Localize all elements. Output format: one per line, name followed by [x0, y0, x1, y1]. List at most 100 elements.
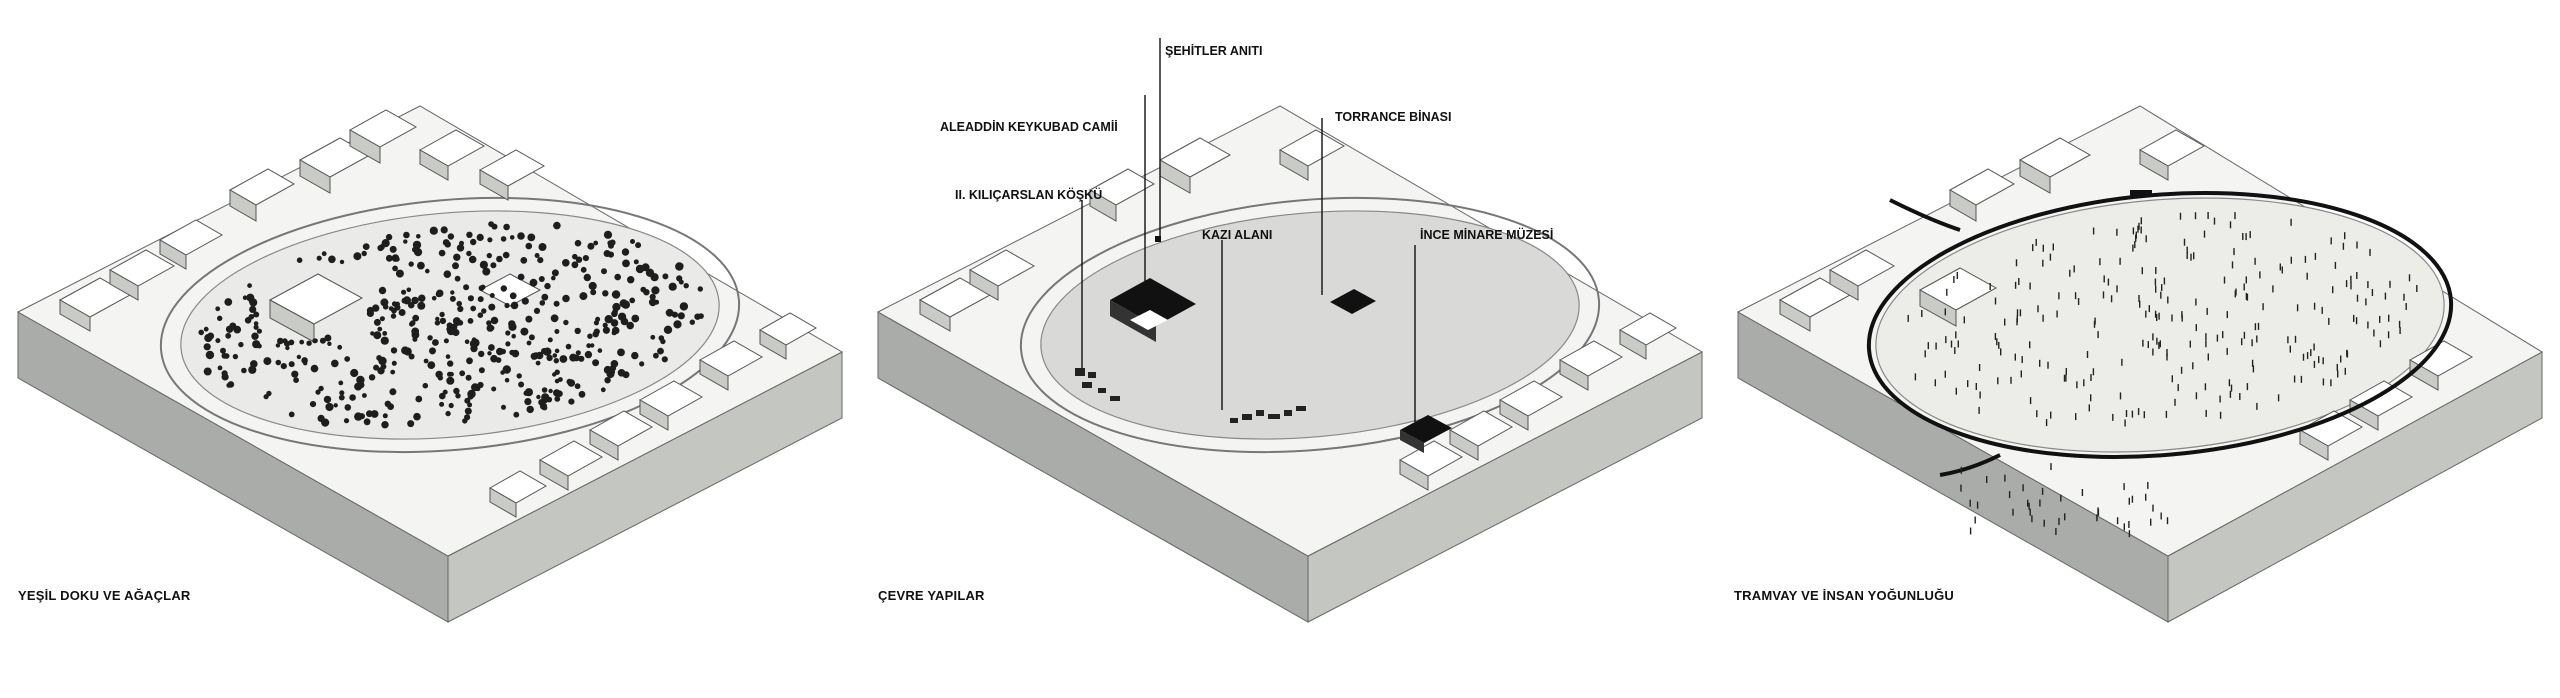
tree-dot: [429, 226, 438, 235]
tree-dot: [395, 301, 400, 307]
tree-dot: [456, 300, 463, 307]
tree-dot: [312, 338, 318, 344]
tree-dot: [389, 245, 397, 253]
tree-dot: [339, 390, 345, 396]
tree-dot: [528, 334, 535, 341]
tree-dot: [467, 295, 474, 302]
tree-dot: [554, 348, 560, 354]
tree-dot: [689, 319, 695, 325]
tree-dot: [429, 347, 436, 355]
tree-dot: [256, 328, 262, 334]
tree-dot: [450, 290, 455, 295]
tree-dot: [504, 377, 510, 383]
tree-dot: [487, 351, 492, 356]
tree-dot: [538, 243, 547, 251]
tree-dot: [288, 339, 295, 346]
tree-dot: [607, 240, 613, 246]
tree-dot: [527, 233, 536, 242]
tree-dot: [505, 330, 511, 336]
tree-dot: [535, 360, 541, 366]
tree-dot: [221, 370, 228, 377]
people-density: [1907, 212, 2418, 538]
tree-dot: [532, 352, 540, 360]
tree-dot: [547, 337, 553, 343]
tree-dot: [296, 257, 303, 264]
tree-dot: [698, 313, 704, 319]
tree-dot: [509, 292, 517, 300]
tree-dot: [611, 290, 621, 299]
tree-dot: [225, 332, 232, 339]
tree-dot: [586, 343, 592, 349]
tree-dot: [266, 390, 272, 397]
tree-dot: [448, 402, 454, 409]
tree-dot: [568, 398, 575, 405]
tree-dot: [633, 259, 639, 265]
tree-dot: [509, 235, 515, 240]
tree-dot: [631, 351, 639, 360]
tree-dot: [205, 350, 215, 360]
tree-dot: [432, 339, 439, 346]
tree-dot: [277, 337, 284, 345]
panel-caption: ÇEVRE YAPILAR: [878, 588, 985, 603]
tree-dot: [263, 357, 272, 366]
tree-dot: [602, 322, 608, 328]
tree-dot: [491, 386, 497, 392]
tree-dot: [439, 311, 445, 318]
tree-dot: [544, 282, 551, 290]
tree-dot: [316, 255, 322, 261]
tree-dot: [551, 275, 556, 281]
label-torrance-binasi: TORRANCE BİNASI: [1335, 110, 1452, 124]
tree-dot: [373, 331, 382, 340]
tree-dot: [456, 244, 465, 252]
tree-dot: [478, 367, 485, 374]
tree-dot: [590, 343, 595, 348]
tree-dot: [488, 344, 495, 351]
tree-dot: [203, 343, 211, 351]
tree-dot: [337, 344, 343, 350]
tree-dot: [665, 308, 674, 317]
tree-dot: [524, 398, 532, 406]
tree-dot: [503, 223, 510, 231]
tree-dot: [436, 289, 444, 297]
tree-dot: [418, 294, 426, 302]
tree-dot: [390, 347, 398, 354]
tree-dot: [406, 287, 412, 293]
park-area: [1040, 210, 1580, 440]
tree-dot: [470, 344, 478, 353]
tree-dot: [663, 325, 673, 334]
tree-dot: [614, 273, 621, 281]
tree-dot: [486, 320, 492, 326]
tree-dot: [660, 338, 666, 345]
tree-dot: [252, 340, 261, 349]
tree-dot: [328, 255, 336, 264]
tree-dot: [541, 393, 550, 402]
tree-dot: [251, 332, 259, 340]
tree-dot: [650, 334, 656, 340]
tree-dot: [315, 389, 321, 395]
tree-dot: [248, 365, 257, 374]
tree-dot: [361, 250, 367, 257]
tree-dot: [553, 358, 559, 364]
tree-dot: [559, 355, 568, 363]
tree-dot: [631, 314, 640, 323]
tree-dot: [310, 364, 319, 373]
tree-dot: [444, 241, 452, 248]
tree-dot: [477, 381, 484, 389]
tree-dot: [470, 238, 477, 246]
tree-dot: [478, 350, 485, 358]
tree-dot: [538, 276, 545, 282]
tree-dot: [275, 343, 281, 348]
tree-dot: [384, 400, 391, 407]
tree-dot: [575, 256, 583, 263]
tree-dot: [645, 268, 655, 277]
label-ince-minare-muzesi: İNCE MİNARE MÜZESİ: [1420, 228, 1554, 242]
tree-dot: [453, 387, 460, 395]
tree-dot: [215, 306, 221, 312]
tree-dot: [488, 221, 494, 228]
tree-dot: [526, 340, 532, 346]
tree-dot: [443, 270, 452, 279]
tree-dot: [439, 317, 447, 325]
tree-dot: [592, 359, 600, 367]
perimeter-buildings: [58, 109, 818, 518]
tree-dot: [653, 352, 659, 359]
